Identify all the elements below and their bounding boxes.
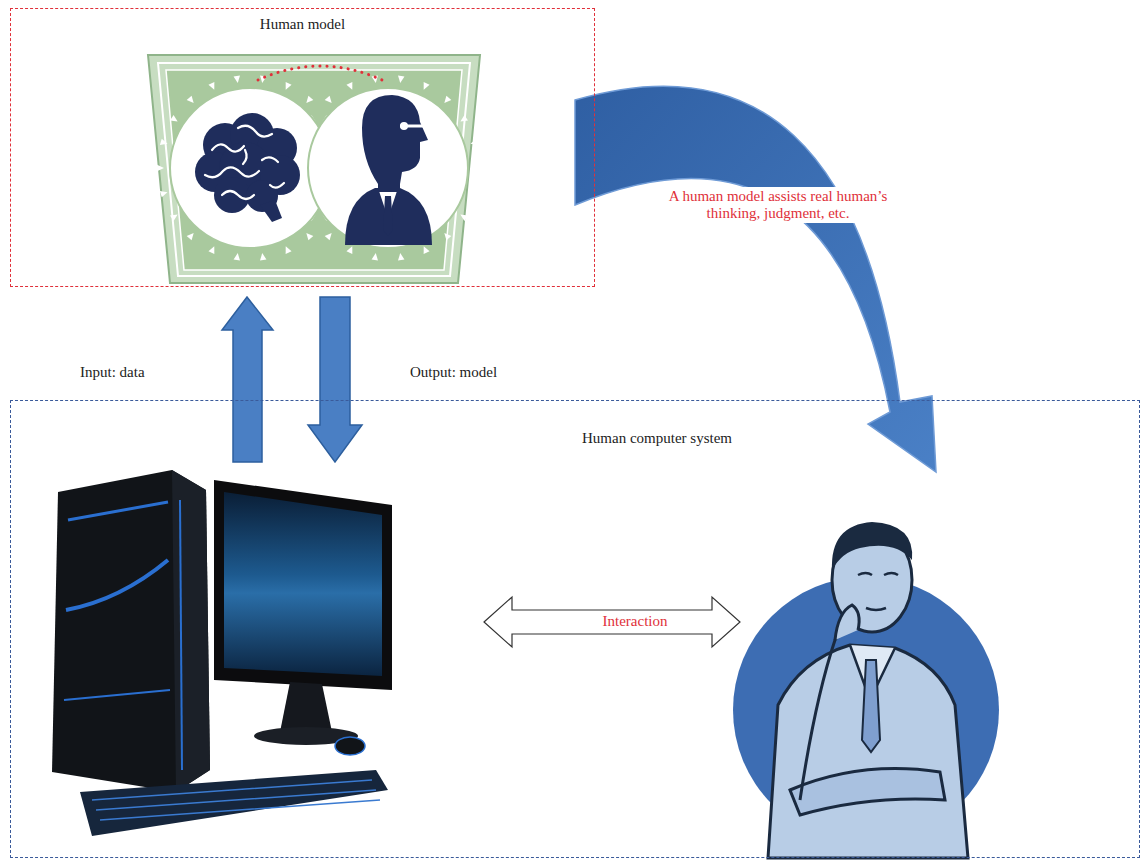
man-icon bbox=[345, 95, 432, 245]
frame-outer bbox=[148, 55, 480, 283]
frame-triangle bbox=[346, 82, 352, 90]
frame-triangle bbox=[460, 115, 468, 121]
arrow-label: Input: data bbox=[80, 364, 145, 381]
frame-triangle bbox=[372, 253, 378, 260]
region-title: Human model bbox=[260, 15, 345, 33]
frame-triangle bbox=[306, 96, 313, 103]
frame-triangle bbox=[471, 191, 479, 197]
frame-triangles bbox=[157, 76, 481, 261]
note-label: A human model assists real human’s think… bbox=[662, 187, 894, 223]
frame-triangle bbox=[208, 82, 214, 90]
curved-arrow bbox=[575, 86, 936, 472]
frame-triangle bbox=[187, 96, 194, 103]
frame-triangle bbox=[170, 214, 178, 220]
frame-triangle bbox=[208, 246, 214, 254]
frame-triangle bbox=[157, 165, 164, 172]
computer-picture bbox=[52, 470, 392, 836]
frame-triangle bbox=[460, 214, 468, 220]
frame-triangle bbox=[325, 96, 332, 103]
frame-triangle bbox=[234, 253, 240, 260]
frame-triangle bbox=[471, 139, 479, 145]
frame-triangle bbox=[234, 76, 240, 83]
brain-folds bbox=[205, 126, 284, 199]
frame-triangle bbox=[170, 115, 178, 121]
region-title: Human computer system bbox=[582, 429, 732, 447]
label-holder: Interaction bbox=[585, 613, 685, 630]
output-arrow bbox=[308, 297, 362, 462]
brain-circle bbox=[170, 88, 330, 248]
frame-triangle bbox=[160, 139, 168, 145]
person-picture bbox=[733, 522, 999, 858]
human-model-picture bbox=[148, 55, 481, 283]
frame-triangle bbox=[286, 246, 292, 254]
dotted-arc bbox=[258, 66, 382, 80]
frame-triangle bbox=[424, 246, 430, 254]
frame-triangle bbox=[160, 191, 168, 197]
frame-line bbox=[158, 63, 470, 276]
frame-triangle bbox=[444, 233, 451, 240]
system-region: Human computer system bbox=[10, 400, 1140, 858]
frame-triangle bbox=[444, 96, 451, 103]
interaction-arrow bbox=[484, 597, 740, 647]
model-region: Human model bbox=[10, 8, 595, 287]
frame-triangle bbox=[398, 76, 404, 83]
label-holder: Input: data bbox=[80, 364, 145, 381]
frame-triangle bbox=[398, 253, 404, 260]
arrow-label: Output: model bbox=[410, 364, 497, 381]
input-arrow bbox=[222, 297, 273, 462]
label-holder: Output: model bbox=[410, 364, 497, 381]
frame-triangle bbox=[286, 82, 292, 90]
brain-icon bbox=[195, 113, 300, 222]
frame-triangle bbox=[424, 82, 430, 90]
man-circle bbox=[308, 88, 468, 248]
frame-triangle bbox=[474, 165, 481, 172]
label-holder: A human model assists real human’s think… bbox=[662, 187, 894, 223]
frame-triangle bbox=[187, 233, 194, 240]
frame-triangle bbox=[346, 246, 352, 254]
frame-triangle bbox=[306, 233, 313, 240]
interaction-label: Interaction bbox=[603, 613, 668, 630]
frame-triangle bbox=[325, 233, 332, 240]
frame-triangle bbox=[260, 253, 266, 260]
